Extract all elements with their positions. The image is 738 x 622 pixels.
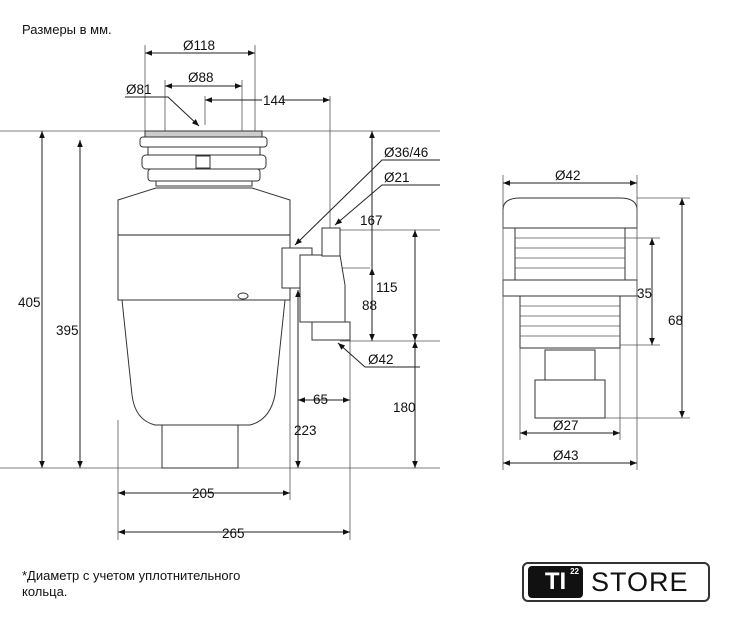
dim-405: 405 [18, 295, 41, 310]
disposer-unit [117, 130, 351, 469]
dim-115: 115 [376, 280, 398, 295]
dim-223: 223 [294, 423, 317, 438]
logo-superscript: 22 [570, 567, 579, 576]
dim-180: 180 [393, 400, 416, 415]
dim-d88: Ø88 [188, 70, 214, 85]
dim-167: 167 [360, 213, 383, 228]
logo-mark-text: TI [544, 568, 567, 595]
footnote-line-1: *Диаметр с учетом уплотнительного [22, 568, 241, 583]
dim-d27: Ø27 [553, 418, 579, 433]
dim-d81: Ø81 [126, 82, 152, 97]
dim-88: 88 [362, 298, 377, 313]
dim-d42-button: Ø42 [555, 168, 581, 183]
dim-395: 395 [56, 323, 79, 338]
dim-265: 265 [222, 526, 245, 541]
units-caption: Размеры в мм. [22, 22, 112, 37]
dim-35: 35 [637, 286, 652, 301]
dim-d118: Ø118 [183, 38, 215, 53]
dim-68: 68 [668, 313, 683, 328]
dim-205: 205 [192, 486, 215, 501]
air-switch-button [502, 175, 690, 470]
dim-d21: Ø21 [384, 170, 410, 185]
dim-d43: Ø43 [553, 448, 579, 463]
dim-d42-outlet: Ø42 [368, 352, 394, 367]
dim-d36-46: Ø36/46 [384, 145, 428, 160]
footnote: *Диаметр с учетом уплотнительного кольца… [22, 568, 240, 600]
dimension-lines [39, 50, 685, 535]
dimension-labels: Ø118 Ø88 Ø81 144 Ø36/46 Ø21 167 115 88 Ø… [18, 38, 683, 541]
footnote-line-2: кольца. [22, 584, 68, 599]
logo-text: STORE [591, 566, 689, 597]
dim-65: 65 [313, 392, 328, 407]
dim-144: 144 [263, 93, 286, 108]
